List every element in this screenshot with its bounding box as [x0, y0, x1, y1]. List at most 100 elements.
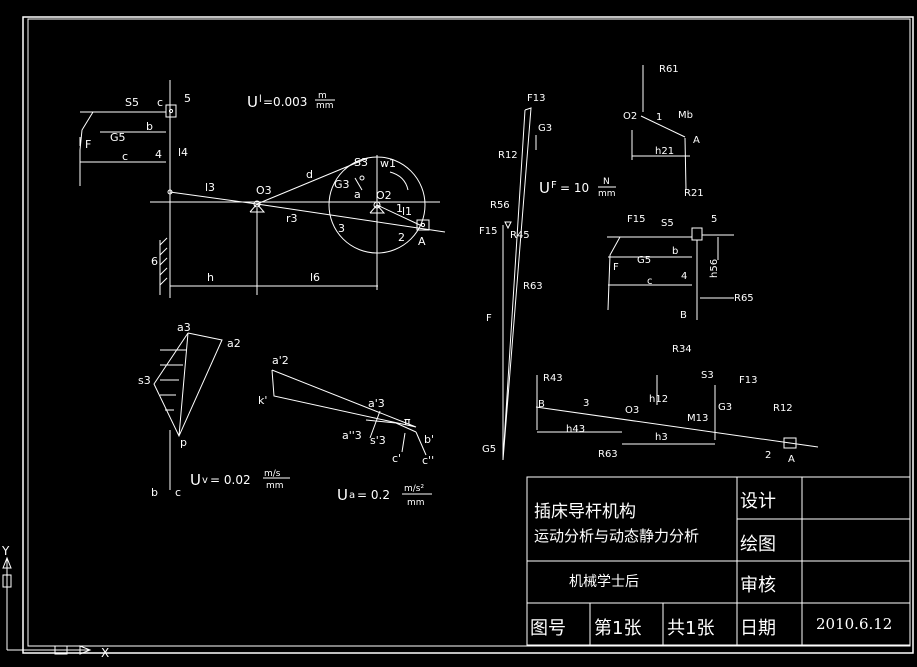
label-l1-mb: Mb	[678, 110, 693, 121]
label-l1-a: A	[693, 135, 700, 146]
drawing-subtitle: 运动分析与动态静力分析	[534, 527, 700, 545]
label-3-2: 2	[765, 450, 771, 461]
label-6: 6	[151, 255, 158, 268]
link3-labels: R43 S3 F13 B 3 h12 O3 M13 G3 R12 h43 h3 …	[538, 370, 795, 465]
link3-fbd	[535, 375, 819, 449]
label-3-h12: h12	[649, 394, 668, 405]
label-date: 日期	[740, 618, 776, 639]
mu-f-symbol: U	[539, 179, 550, 197]
mu-f-unit-den: mm	[598, 189, 616, 199]
mu-a-subscript: a	[349, 490, 355, 501]
label-s5: S5	[125, 96, 139, 109]
label-acc-cp: c'	[392, 452, 401, 465]
label-drawing-no: 图号	[530, 618, 566, 639]
label-g5: G5	[110, 131, 126, 144]
label-fp-g3: G3	[538, 123, 552, 134]
label-l1-r61: R61	[659, 64, 679, 75]
label-45-f: F	[613, 262, 619, 273]
label-45-4: 4	[681, 271, 687, 282]
drawing-title: 插床导杆机构	[534, 502, 636, 522]
label-fp-f13: F13	[527, 93, 545, 104]
label-draw: 绘图	[740, 534, 776, 555]
label-45-5: 5	[711, 214, 717, 225]
ucs-icon	[2, 556, 92, 655]
label-a: a	[354, 188, 361, 201]
mu-v-unit-num: m/s	[264, 469, 281, 479]
mechanism-labels: S5 c 5 G5 b F c 4 l4 l3 O3 d S3 w1 G3 a …	[85, 92, 426, 284]
mu-v-unit-den: mm	[266, 481, 284, 491]
label-3-s3: S3	[701, 370, 714, 381]
label-acc-pi: π	[404, 415, 411, 428]
mu-l-unit-den: mm	[316, 101, 334, 111]
ucs-x-label: X	[101, 646, 109, 660]
acceleration-labels: a'2 k' a'3 π a''3 s'3 b' c' c''	[258, 354, 434, 467]
label-l1-h21: h21	[655, 146, 674, 157]
label-fp-f15: F15	[479, 226, 497, 237]
inner-border	[27, 18, 911, 647]
mu-l-subscript: l	[259, 94, 262, 105]
label-v-c: c	[175, 486, 181, 499]
label-l1-o2: O2	[623, 111, 637, 122]
label-45-b-point: B	[680, 310, 687, 321]
label-h: h	[207, 271, 214, 284]
mechanism-diagram	[79, 80, 446, 298]
mu-f-value: = 10	[560, 181, 589, 195]
author-name: 机械学士后	[569, 574, 639, 590]
label-acc-a3p: a'3	[368, 397, 385, 410]
label-review: 审核	[740, 575, 776, 596]
label-45-s5: S5	[661, 218, 674, 229]
mu-f-unit-num: N	[603, 177, 610, 187]
label-3-r12: R12	[773, 403, 793, 414]
label-acc-k: k'	[258, 394, 267, 407]
label-v-b: b	[151, 486, 158, 499]
label-g3: G3	[334, 178, 350, 191]
label-l3: l3	[205, 181, 215, 194]
label-3-r63: R63	[598, 449, 618, 460]
label-l1: l1	[402, 205, 412, 218]
label-45-r65: R65	[734, 293, 754, 304]
link1-fbd	[631, 65, 690, 191]
label-acc-a3pp: a''3	[342, 429, 362, 442]
date-value: 2010.6.12	[816, 615, 893, 633]
label-3-g3: G3	[718, 402, 732, 413]
label-l6: l6	[310, 271, 320, 284]
mu-a-symbol: U	[337, 486, 348, 504]
label-4: 4	[155, 148, 162, 161]
label-fp-r63: R63	[523, 281, 543, 292]
mu-f-subscript: F	[551, 180, 557, 191]
label-o3: O3	[256, 184, 272, 197]
mu-l-value: =0.003	[263, 95, 307, 109]
label-3-r43: R43	[543, 373, 563, 384]
mu-v-subscript: v	[202, 475, 208, 486]
label-3-b: B	[538, 399, 545, 410]
link45-labels: F15 S5 5 b F G5 h56 4 c R65 B R34	[613, 214, 754, 355]
link1-labels: R61 O2 1 Mb A h21 R21	[623, 64, 704, 199]
label-fp-g5: G5	[482, 444, 496, 455]
label-acc-cpp: c''	[422, 454, 434, 467]
label-acc-bp: b'	[424, 433, 434, 446]
link45-fbd	[607, 227, 734, 320]
label-r3: r3	[286, 212, 298, 225]
mu-a-value: = 0.2	[357, 488, 390, 502]
label-c-dim: c	[122, 150, 128, 163]
sheet-total: 共1张	[667, 618, 715, 639]
label-2: 2	[398, 231, 405, 244]
label-3-h3: h3	[655, 432, 668, 443]
label-3-f13: F13	[739, 375, 757, 386]
label-3-a: A	[788, 454, 795, 465]
acceleration-polygon	[271, 369, 427, 456]
sheet-number: 第1张	[594, 618, 642, 639]
force-polygon	[502, 107, 537, 461]
label-w1: w1	[380, 157, 396, 170]
label-fp-r56: R56	[490, 200, 510, 211]
label-45-f15: F15	[627, 214, 645, 225]
label-45-b: b	[672, 246, 678, 257]
mu-l-unit-num: m	[318, 91, 327, 101]
label-fp-f: F	[486, 313, 492, 324]
label-3-o3: O3	[625, 405, 639, 416]
mu-a-unit-den: mm	[407, 498, 425, 508]
label-f: F	[85, 138, 91, 151]
label-l1-r21: R21	[684, 188, 704, 199]
label-3-3: 3	[583, 398, 589, 409]
